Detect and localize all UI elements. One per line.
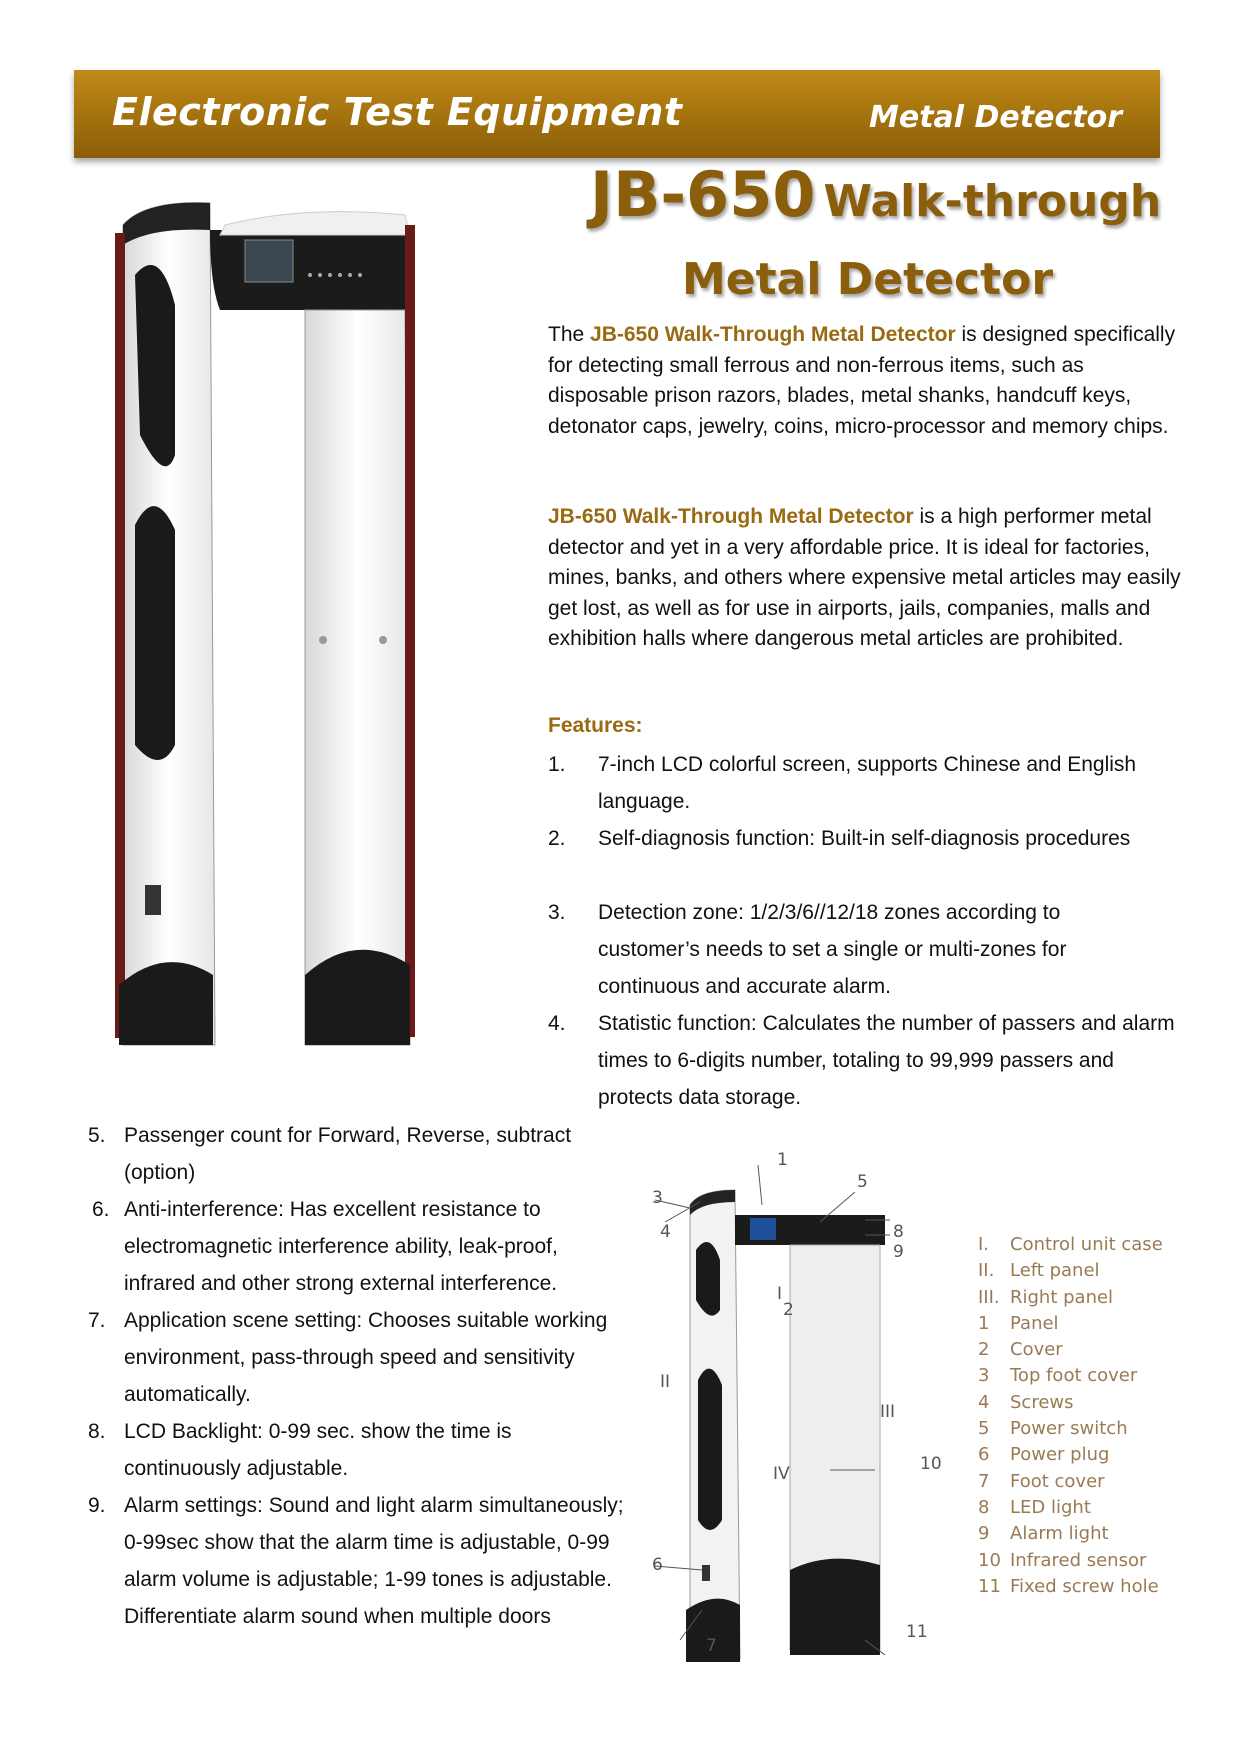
intro-p1-rest: is designed specifically for detecting s… bbox=[548, 323, 1176, 438]
callout-5: 5 bbox=[857, 1172, 868, 1192]
feature-text: Self-diagnosis function: Built-in self-d… bbox=[598, 827, 1131, 850]
feature-text: Passenger count for Forward, Reverse, su… bbox=[124, 1124, 572, 1184]
feature-item: 4. Statistic function: Calculates the nu… bbox=[548, 1005, 1188, 1116]
callout-II: II bbox=[660, 1372, 671, 1392]
feature-number: 1. bbox=[548, 753, 566, 776]
feature-number: 7. bbox=[88, 1309, 106, 1332]
product-title-part2: Metal Detector bbox=[682, 254, 1054, 305]
feature-item: 6. Anti-interference: Has excellent resi… bbox=[92, 1191, 632, 1302]
callout-IV: IV bbox=[773, 1464, 790, 1484]
feature-number: 6. bbox=[92, 1198, 110, 1221]
intro-paragraph-1: The JB-650 Walk-Through Metal Detector i… bbox=[548, 320, 1188, 442]
callout-7: 7 bbox=[706, 1636, 717, 1656]
feature-number: 8. bbox=[88, 1420, 106, 1443]
callout-3: 3 bbox=[652, 1188, 663, 1208]
intro-p1-highlight: JB-650 Walk-Through Metal Detector bbox=[590, 323, 956, 346]
feature-text: Application scene setting: Chooses suita… bbox=[124, 1309, 608, 1406]
callout-9: 9 bbox=[893, 1242, 904, 1262]
walk-through-detector-photo bbox=[115, 202, 415, 1046]
callout-11: 11 bbox=[906, 1622, 928, 1642]
callout-6: 6 bbox=[652, 1555, 663, 1575]
legend-item: III.Right panel bbox=[978, 1286, 1114, 1308]
feature-text: Alarm settings: Sound and light alarm si… bbox=[124, 1494, 624, 1628]
callout-4: 4 bbox=[660, 1222, 671, 1242]
feature-text: LCD Backlight: 0-99 sec. show the time i… bbox=[124, 1420, 512, 1480]
feature-item: 5. Passenger count for Forward, Reverse,… bbox=[88, 1117, 628, 1191]
header-banner: Electronic Test Equipment Metal Detector bbox=[74, 70, 1160, 158]
header-right-title: Metal Detector bbox=[869, 100, 1122, 135]
intro-paragraph-2: JB-650 Walk-Through Metal Detector is a … bbox=[548, 502, 1188, 655]
product-title-part1: Walk-through bbox=[823, 176, 1162, 227]
feature-number: 5. bbox=[88, 1124, 106, 1147]
feature-number: 9. bbox=[88, 1494, 106, 1517]
legend-item: I.Control unit case bbox=[978, 1234, 1163, 1255]
legend-item: II.Left panel bbox=[978, 1260, 1100, 1282]
callout-1: 1 bbox=[777, 1150, 788, 1170]
feature-item: 1. 7-inch LCD colorful screen, supports … bbox=[548, 746, 1168, 820]
callout-8: 8 bbox=[893, 1222, 904, 1242]
feature-number: 4. bbox=[548, 1012, 566, 1035]
feature-item: 7. Application scene setting: Chooses su… bbox=[88, 1302, 628, 1413]
feature-item: 8. LCD Backlight: 0-99 sec. show the tim… bbox=[88, 1413, 628, 1487]
intro-p2-rest: is a high performer metal detector and y… bbox=[548, 505, 1181, 650]
callout-10: 10 bbox=[920, 1454, 942, 1474]
header-left-title: Electronic Test Equipment bbox=[112, 90, 683, 134]
intro-p2-highlight: JB-650 Walk-Through Metal Detector bbox=[548, 505, 914, 528]
feature-text: Anti-interference: Has excellent resista… bbox=[124, 1198, 558, 1295]
product-model: JB-650 bbox=[590, 158, 816, 231]
feature-text: Statistic function: Calculates the numbe… bbox=[598, 1012, 1175, 1109]
intro-p1-prefix: The bbox=[548, 323, 591, 346]
parts-legend: I.Control unit case II.Left panel III.Ri… bbox=[978, 1232, 1163, 1600]
callout-2: 2 bbox=[783, 1300, 794, 1320]
feature-text: 7-inch LCD colorful screen, supports Chi… bbox=[598, 753, 1137, 813]
feature-item: 2. Self-diagnosis function: Built-in sel… bbox=[548, 820, 1168, 857]
feature-number: 3. bbox=[548, 901, 566, 924]
features-heading: Features: bbox=[548, 714, 643, 737]
feature-text: Detection zone: 1/2/3/6//12/18 zones acc… bbox=[598, 901, 1067, 998]
callout-III: III bbox=[880, 1402, 896, 1422]
feature-item: 3. Detection zone: 1/2/3/6//12/18 zones … bbox=[548, 894, 1168, 1005]
parts-diagram bbox=[654, 1164, 890, 1662]
callout-I: I bbox=[777, 1284, 783, 1304]
feature-number: 2. bbox=[548, 827, 566, 850]
feature-item: 9. Alarm settings: Sound and light alarm… bbox=[88, 1487, 628, 1635]
